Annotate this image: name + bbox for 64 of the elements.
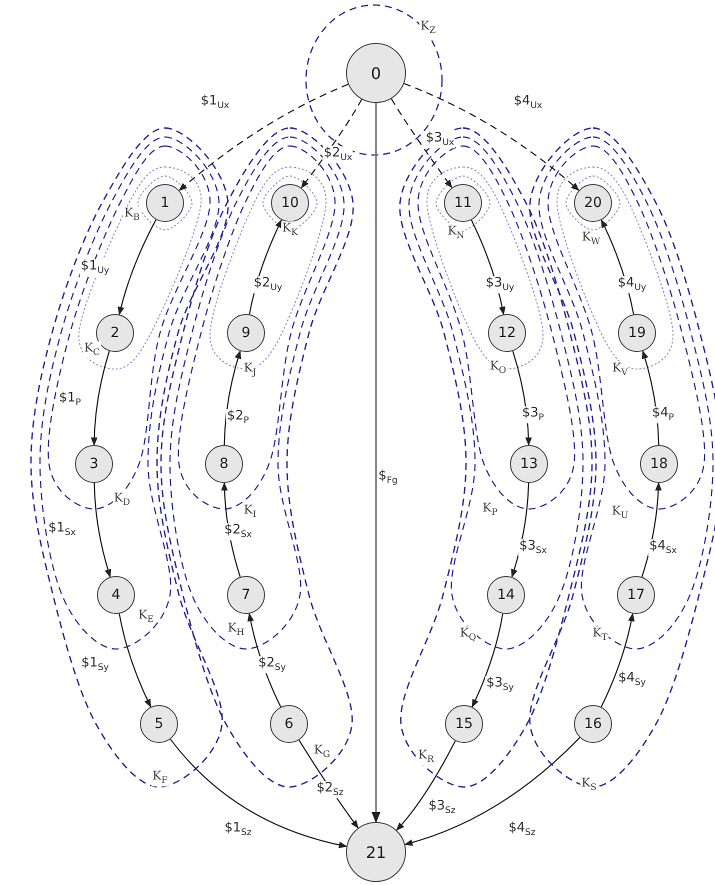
arrow (512, 350, 532, 446)
edge-label: $3$_{Sx}$ (518, 539, 548, 557)
edge-label: $1$_{Uy}$ (80, 259, 110, 277)
state-circle: 18 (640, 445, 678, 483)
state-circle: 16 (574, 705, 612, 743)
state-circle: 6 (270, 705, 308, 743)
state-circle: 21 (346, 822, 406, 882)
edge-label: $2$_{Sz}$ (316, 781, 344, 799)
contour-label: K$_{R}$ (417, 748, 435, 766)
contour-label: K$_{J}$ (242, 361, 258, 379)
arrow (90, 350, 110, 446)
state-circle: 5 (140, 705, 178, 743)
state-circle: 13 (510, 445, 548, 483)
edge-label: $$_{Fg}$ (377, 469, 399, 487)
edge-label: $2$_{Sy}$ (257, 656, 287, 674)
edge-label: $2$_{Uy}$ (252, 276, 284, 294)
contour-label: K$_{F}$ (151, 769, 169, 787)
arrow (396, 740, 456, 831)
arrow (472, 614, 504, 708)
state-circle: 1 (146, 184, 184, 222)
edge-label: $2$_{Ux}$ (322, 146, 354, 164)
state-circle: 12 (488, 314, 526, 352)
arrow (600, 612, 635, 708)
state-circle: 14 (487, 576, 525, 614)
state-circle: 0 (346, 43, 406, 103)
state-circle: 11 (444, 184, 482, 222)
state-circle: 8 (205, 445, 243, 483)
arrow (404, 83, 580, 191)
edge-label: $1$_{Sx}$ (47, 521, 77, 539)
edge-label: $3$_{P}$ (521, 406, 545, 424)
arrow (642, 350, 660, 446)
edge-label: $1$_{Sy}$ (80, 656, 110, 674)
contour-label: K$_{Q}$ (458, 626, 478, 644)
edge-label: $3$_{Sy}$ (485, 676, 515, 694)
edge-label: $4$_{P}$ (651, 406, 675, 424)
state-circle: 17 (617, 576, 655, 614)
contour-label: K$_{C}$ (83, 341, 101, 359)
edge-label: $2$_{P}$ (226, 409, 250, 427)
contour-label: K$_{E}$ (137, 608, 155, 626)
edge-label: $3$_{Uy}$ (484, 276, 516, 294)
edge-label: $2$_{Sx}$ (223, 523, 253, 541)
contour-label: K$_{Z}$ (419, 19, 437, 37)
edge-label: $4$_{Sy}$ (617, 671, 647, 689)
arrow (178, 84, 348, 192)
state-circle: 9 (227, 314, 265, 352)
arrow (404, 737, 580, 846)
arrow (118, 219, 157, 316)
state-circle: 20 (574, 184, 612, 222)
state-circle: 19 (618, 314, 656, 352)
state-circle: 3 (75, 445, 113, 483)
state-circle: 4 (97, 576, 135, 614)
edge-label: $3$_{Ux}$ (424, 131, 456, 149)
edge-label: $4$_{Sx}$ (648, 539, 678, 557)
state-circle: 15 (445, 705, 483, 743)
state-circle: 10 (271, 184, 309, 222)
arrow (372, 103, 380, 824)
arrow (170, 738, 348, 848)
arrow (224, 350, 242, 446)
arrow (390, 98, 452, 188)
state-circle: 7 (227, 576, 265, 614)
edge-label: $4$_{Uy}$ (616, 276, 648, 294)
arrow (94, 482, 112, 578)
arrow (300, 99, 362, 188)
arrow (118, 614, 152, 708)
